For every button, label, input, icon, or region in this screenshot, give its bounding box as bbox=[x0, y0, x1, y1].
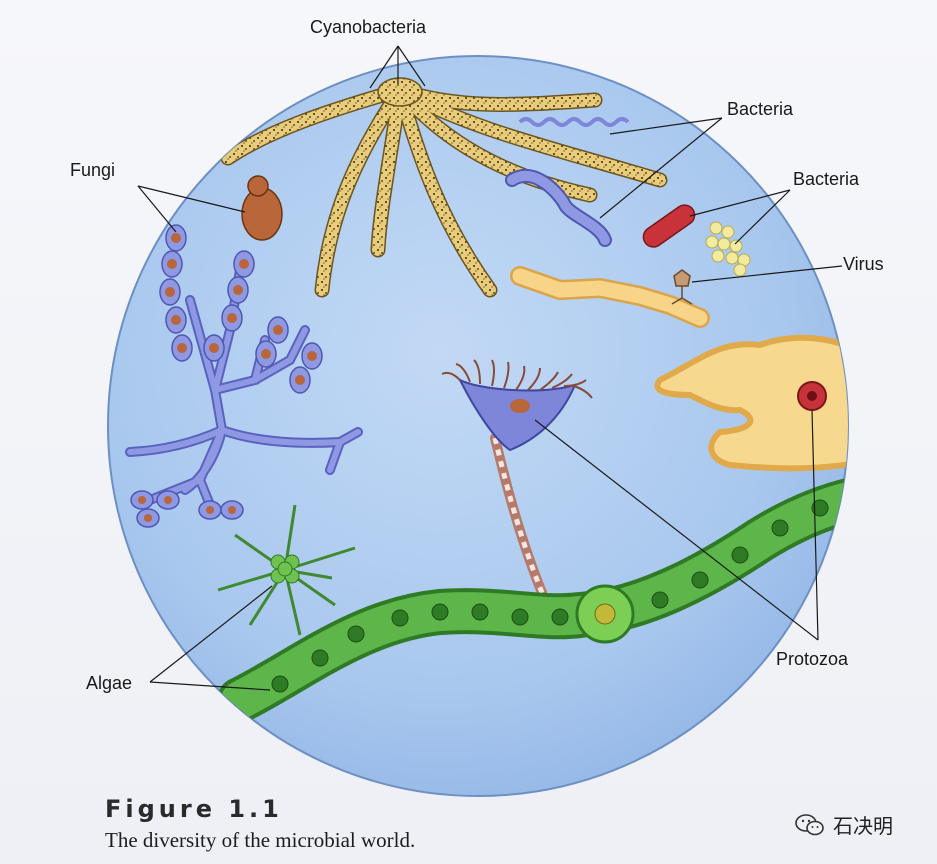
virus-particle bbox=[671, 269, 693, 305]
figure-number: Figure 1.1 bbox=[105, 795, 283, 823]
figure-caption: The diversity of the microbial world. bbox=[105, 828, 416, 852]
fungus-mold bbox=[125, 224, 363, 528]
bacillus-rod bbox=[642, 204, 696, 248]
filamentous-alga bbox=[217, 472, 848, 723]
star-alga bbox=[217, 504, 356, 636]
amoeba bbox=[654, 334, 848, 472]
label-fungi: Fungi bbox=[70, 160, 116, 180]
label-cyanobacteria: Cyanobacteria bbox=[310, 17, 427, 37]
spirillum-small bbox=[518, 117, 630, 127]
wechat-icon bbox=[795, 813, 824, 835]
label-protozoa: Protozoa bbox=[776, 649, 849, 669]
watermark-text: 石决明 bbox=[833, 814, 893, 838]
label-algae: Algae bbox=[86, 673, 133, 693]
watermark: 石决明 bbox=[795, 810, 893, 839]
cyanobacteria-filaments bbox=[220, 77, 668, 298]
stalked-ciliate bbox=[441, 359, 593, 605]
leader-lines bbox=[137, 45, 843, 691]
label-virus: Virus bbox=[843, 254, 884, 274]
label-bacteria-spirilla: Bacteria bbox=[727, 99, 794, 119]
label-bacteria-rod-cocci: Bacteria bbox=[793, 169, 860, 189]
cocci-cluster bbox=[705, 221, 751, 277]
